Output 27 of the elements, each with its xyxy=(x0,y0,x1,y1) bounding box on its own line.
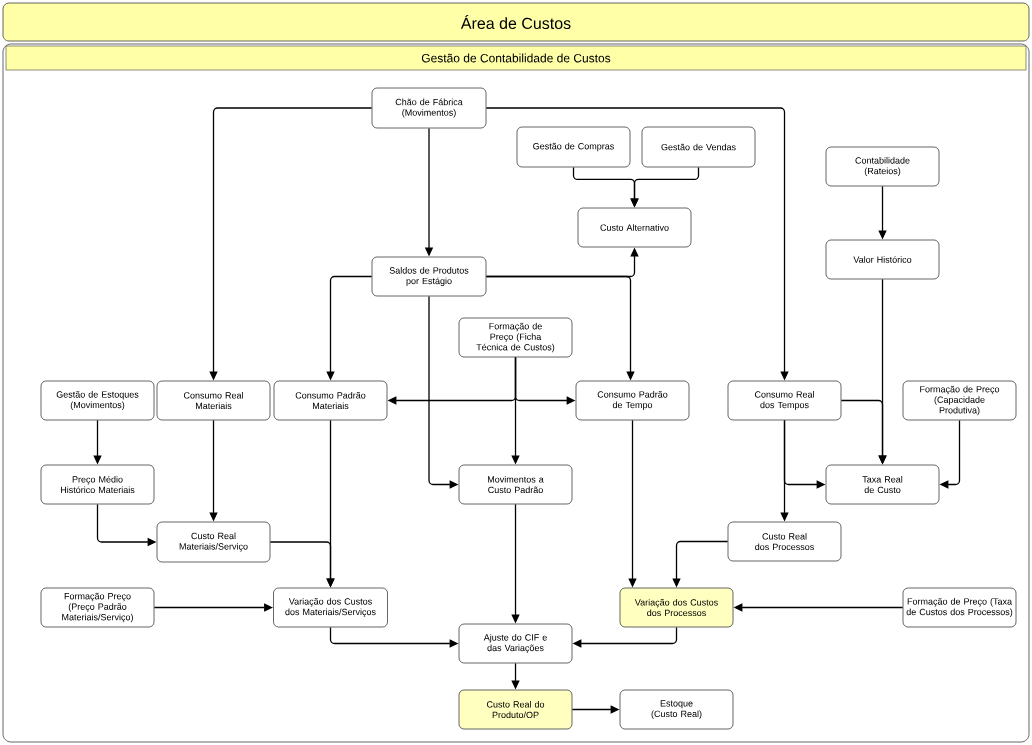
process-box: Custo Real dos Processos xyxy=(727,521,842,562)
process-box: Estoque (Custo Real) xyxy=(619,689,734,730)
highlighted-process-box: Variação dos Custos dos Processos xyxy=(619,587,734,628)
process-box: Chão de Fábrica (Movimentos) xyxy=(371,87,487,129)
process-box: Consumo Padrão Materiais xyxy=(273,380,388,421)
process-box: Formação de Preço (Ficha Técnica de Custos) xyxy=(458,317,573,358)
process-box: Formação de Preço (Taxa de Custos dos Processos) xyxy=(902,587,1017,628)
process-box: Consumo Real Materiais xyxy=(156,380,271,421)
process-box: Custo Alternativo xyxy=(577,207,692,248)
process-box: Movimentos a Custo Padrão xyxy=(458,464,573,505)
process-box: Gestão de Compras xyxy=(516,126,631,168)
process-box: Custo Real Materiais/Serviço xyxy=(156,521,271,563)
highlighted-process-box: Custo Real do Produto/OP xyxy=(458,689,573,730)
process-box: Consumo Real dos Tempos xyxy=(727,380,842,421)
process-box: Saldos de Produtos por Estágio xyxy=(371,256,487,297)
process-box: Formação Preço (Preço Padrão Materiais/Serviço) xyxy=(40,587,155,628)
process-box: Ajuste do CIF e das Variações xyxy=(458,623,573,664)
process-box: Taxa Real de Custo xyxy=(825,464,940,505)
process-box: Preço Médio Histórico Materiais xyxy=(40,464,155,505)
process-box: Contabilidade (Rateios) xyxy=(825,146,940,187)
process-box: Variação dos Custos dos Materiais/Serviços xyxy=(273,587,388,628)
process-box: Consumo Padrão de Tempo xyxy=(575,380,690,421)
process-box: Gestão de Estoques (Movimentos) xyxy=(40,380,155,421)
process-box: Formação de Preço (Capacidade Produtiva) xyxy=(902,380,1017,421)
process-box: Gestão de Vendas xyxy=(641,126,756,168)
title-band: Área de Custos xyxy=(2,2,1030,42)
process-box: Valor Histórico xyxy=(825,239,940,280)
